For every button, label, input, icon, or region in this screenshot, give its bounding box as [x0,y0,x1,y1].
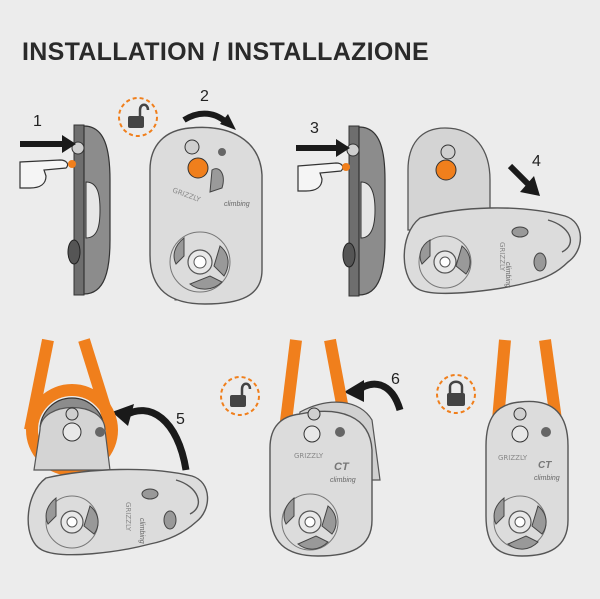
rotate-arrow-icon [220,114,236,130]
step-7-panel: GRIZZLY CT climbing [436,339,569,557]
step-7-logo: CT [538,460,552,471]
step-6-number: 6 [391,371,400,388]
step-4-number: 4 [532,153,541,170]
step-5-number: 5 [176,411,185,428]
step-7-model-label: GRIZZLY [498,454,528,462]
step-7-brand-label: climbing [534,475,560,482]
step-2-number: 2 [200,88,209,105]
push-arrow-icon [336,139,350,157]
step-1-number: 1 [33,113,42,130]
unlock-icon [118,97,158,137]
step-6-logo: CT [334,461,350,473]
step-2-brand-label: climbing [224,201,250,208]
rotate-arrow-icon [520,176,540,196]
rotate-arrow-icon [344,380,364,402]
unlock-icon [220,376,260,416]
push-arrow-icon [62,135,76,153]
step-4-brand-label: climbing [504,262,511,288]
step-5-panel: 5 GRIZZLY climbing [24,338,209,556]
step-4-model-label: GRIZZLY [498,242,506,272]
page-title: INSTALLATION / INSTALLAZIONE [22,38,429,66]
rotate-arrow-icon [112,404,134,426]
push-finger-icon [297,162,350,192]
step-4-panel: 4 GRIZZLY climbing [403,127,582,294]
lock-icon [436,374,476,414]
step-3-panel: 3 [296,120,386,297]
step-5-brand-label: climbing [138,518,145,544]
push-finger-icon [19,159,76,189]
rope [492,339,562,421]
step-1-panel: 1 [19,113,111,296]
step-6-brand-label: climbing [330,477,356,484]
step-5-model-label: GRIZZLY [124,502,132,532]
step-6-panel: 6 GRIZZLY CT climbing [220,338,404,557]
step-3-number: 3 [310,120,319,137]
step-2-panel: 2 GRIZZLY climbing [118,88,263,305]
step-6-model-label: GRIZZLY [294,452,324,460]
